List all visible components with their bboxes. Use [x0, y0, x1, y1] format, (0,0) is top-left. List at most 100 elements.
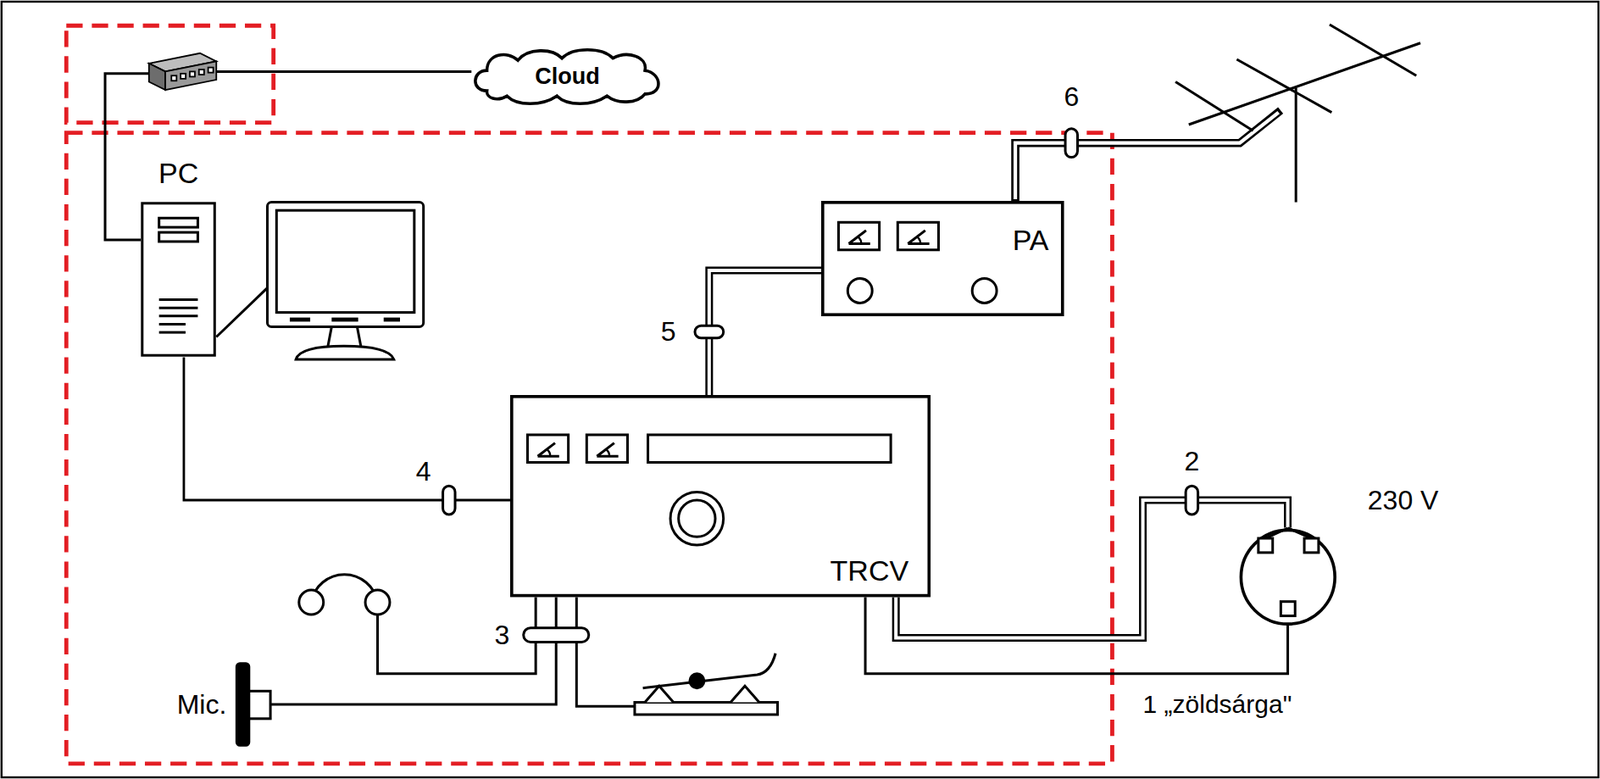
monitor [295, 345, 395, 360]
network-wire [216, 70, 472, 73]
cloud-shape [475, 50, 659, 105]
transceiver-box [678, 500, 716, 537]
network-switch [149, 53, 217, 90]
headphones [299, 589, 324, 615]
mains-socket [1265, 527, 1312, 539]
dashed-boundary [66, 133, 1112, 764]
pc-tower [142, 203, 215, 356]
transceiver-box: TRCV [510, 394, 931, 597]
antenna-coax [1015, 112, 1279, 200]
yagi-antenna [1294, 88, 1298, 203]
callout-number: 4 [416, 457, 432, 485]
coax-cable [709, 270, 822, 395]
headphones [299, 574, 390, 615]
callout-number: 5 [661, 317, 677, 345]
network-switch [149, 63, 166, 90]
pc-tower [159, 233, 199, 243]
ferrite-ring [1185, 485, 1198, 515]
mains-cable [895, 500, 1288, 639]
dashed-boundary [66, 25, 273, 123]
morse-key [643, 653, 777, 689]
data-cable [183, 356, 511, 500]
microphone [236, 663, 249, 745]
network-switch [180, 73, 186, 79]
transceiver-box [511, 396, 929, 596]
pc-tower [140, 201, 217, 357]
mains-socket [1240, 527, 1335, 624]
network-switch [189, 71, 195, 77]
device-label: TRCV [830, 555, 910, 585]
yagi-antenna [1175, 81, 1254, 131]
mains-socket [1240, 529, 1335, 624]
network-wire [216, 288, 267, 338]
yagi-antenna [1236, 59, 1332, 113]
power-amplifier-box [916, 236, 921, 244]
power-amplifier-box [848, 278, 873, 304]
power-amplifier-box [898, 222, 939, 250]
callout-number: 6 [1063, 83, 1079, 111]
callout-number: 3 [494, 621, 511, 649]
device-label: 230 V [1367, 486, 1439, 514]
pc-tower [159, 331, 186, 334]
device-label: PA [1012, 225, 1050, 255]
mains-socket [1258, 538, 1273, 553]
mains-socket: 230 V [1238, 527, 1338, 627]
transceiver-box [670, 491, 724, 545]
power-amplifier-box [822, 202, 1063, 315]
ferrite-ring [443, 128, 1199, 643]
power-amplifier-box [838, 222, 880, 250]
monitor [266, 202, 423, 328]
microphone [249, 690, 271, 719]
callout-number: 2 [1183, 447, 1200, 475]
dashed-boundary [66, 25, 1112, 764]
yagi-antenna [1175, 24, 1421, 203]
power-amplifier-box: PA [821, 200, 1065, 317]
transceiver-box [648, 434, 892, 463]
pc-tower [142, 203, 215, 356]
part-name: Mic. [177, 690, 228, 718]
coax-cable [709, 270, 822, 395]
network-switch [171, 75, 177, 81]
mains-socket [1238, 527, 1338, 627]
morse-key [634, 702, 778, 715]
power-amplifier-box [908, 230, 930, 245]
transceiver-box [511, 396, 929, 596]
pc-tower [159, 298, 199, 301]
pc-tower: PC [140, 201, 217, 357]
morse-key [730, 685, 760, 702]
network-switch [199, 69, 205, 75]
monitor [289, 317, 311, 323]
transceiver-box [586, 434, 628, 463]
cloud-label: Cloud [534, 65, 600, 89]
mains-cable-core [895, 500, 1288, 639]
microphone [236, 663, 271, 745]
device-label: PC [158, 158, 199, 188]
transceiver-box [605, 449, 610, 456]
network-switch [165, 61, 217, 90]
ferrite-ring [1065, 128, 1078, 158]
wire-label: 1 „zöldsárga" [1143, 691, 1293, 717]
yagi-antenna [1329, 24, 1417, 76]
pc-tower [159, 218, 199, 228]
cloud-shape [475, 50, 659, 105]
transceiver-box [546, 449, 550, 456]
pc-tower [159, 315, 199, 318]
accessory-wires [576, 597, 635, 707]
monitor [383, 317, 400, 323]
monitor [266, 202, 423, 360]
accessory-wires [377, 597, 537, 674]
power-amplifier-box [972, 278, 997, 304]
ferrite-ring [694, 325, 724, 338]
pc-tower [159, 306, 199, 310]
ferrite-ring [443, 485, 456, 515]
cloud-shape: Cloud [466, 44, 667, 106]
power-amplifier-box [858, 236, 862, 244]
pc-tower [159, 322, 186, 326]
morse-key [689, 673, 705, 689]
morse-key [634, 653, 778, 715]
